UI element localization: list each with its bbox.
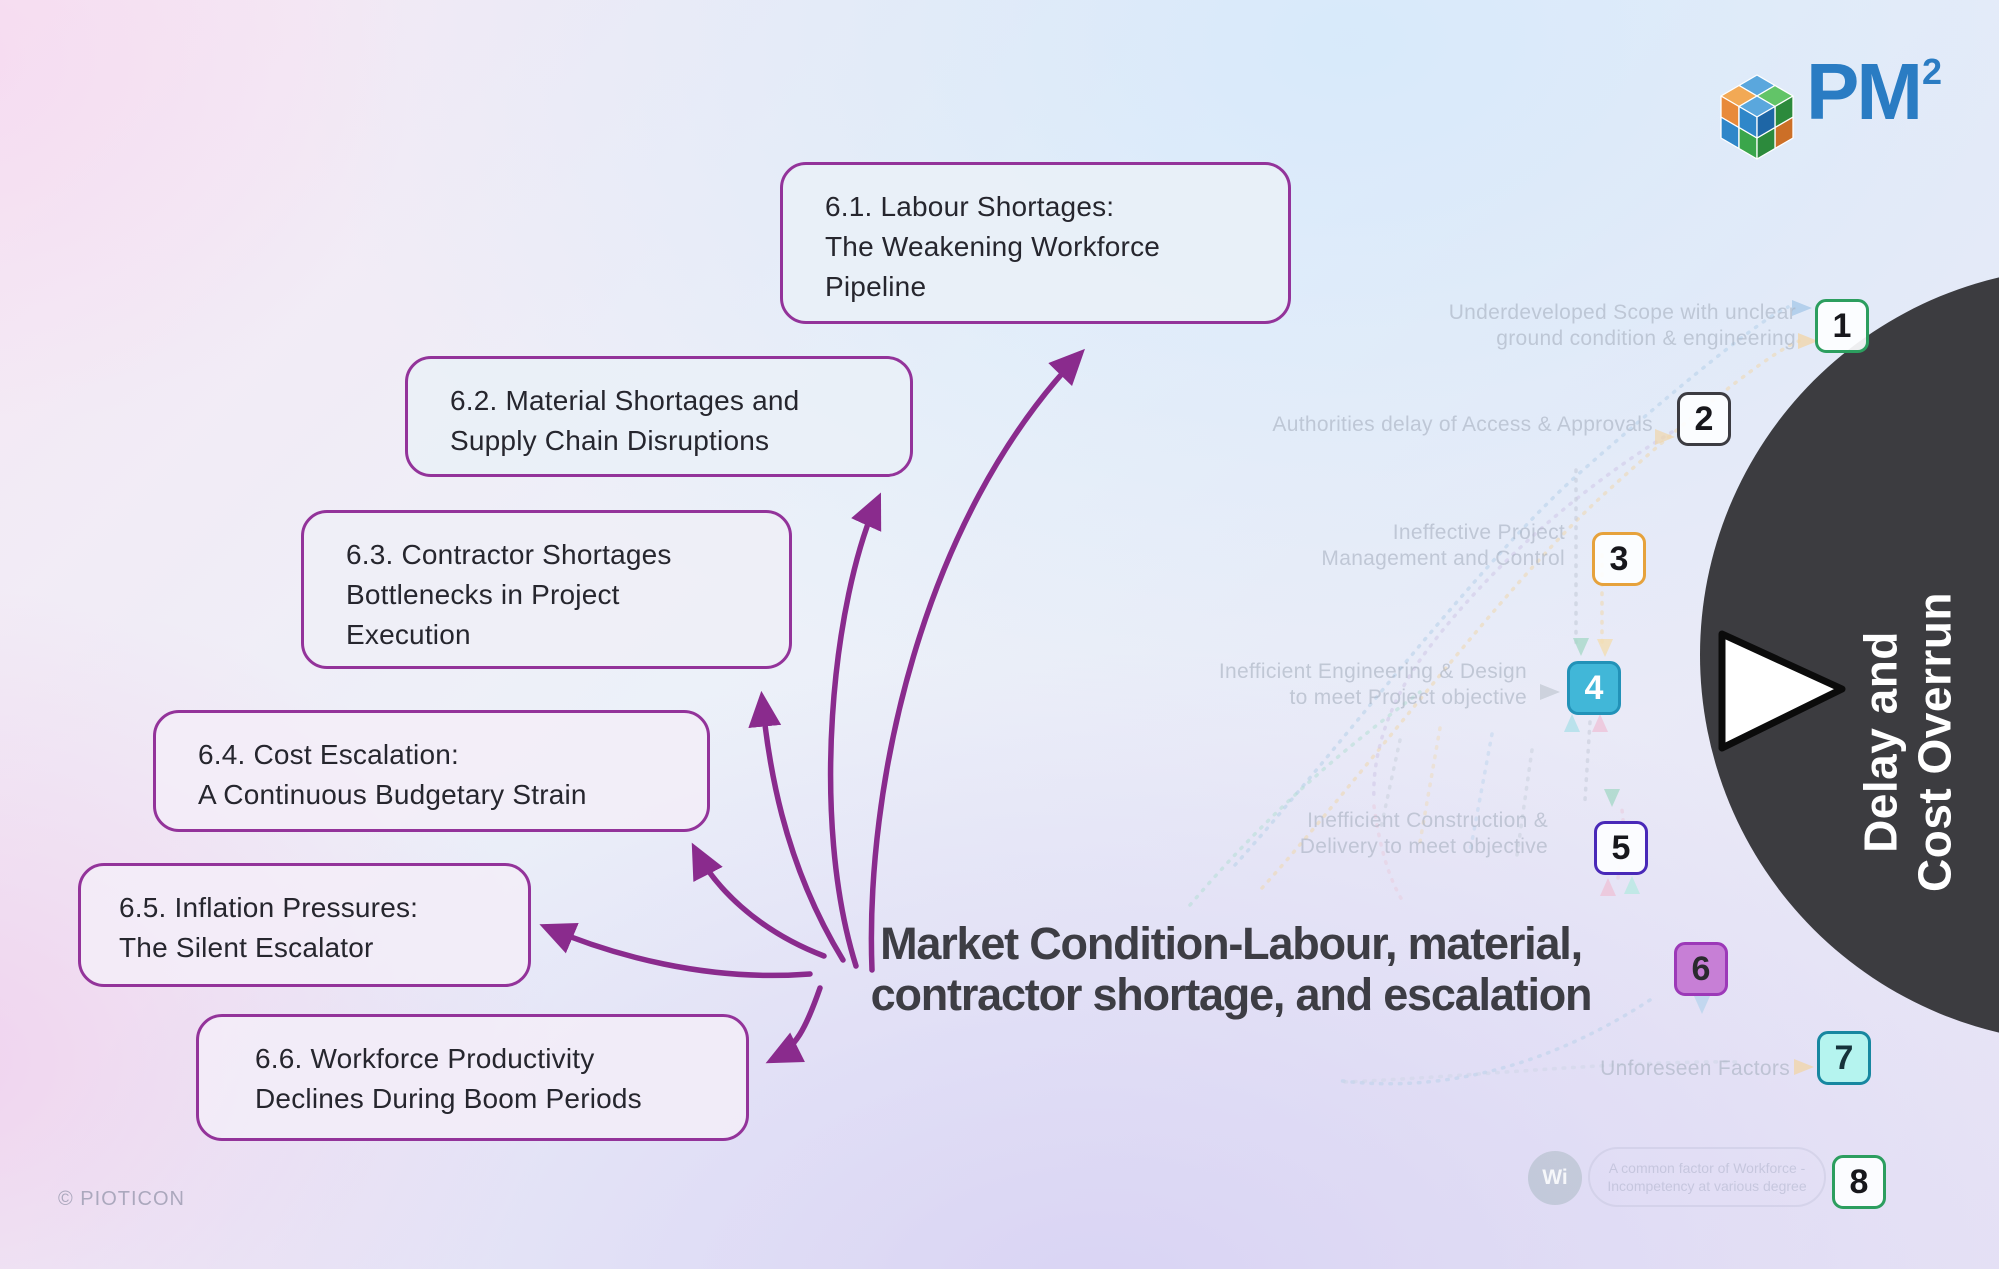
play-triangle-icon [1718,630,1846,752]
factor-number-3: 3 [1592,532,1646,586]
delay-cost-overrun-circle [1700,277,1999,1033]
factor-label-8-pill: A common factor of Workforce -Incompeten… [1588,1147,1826,1207]
cause-box-6-4: 6.4. Cost Escalation:A Continuous Budget… [153,710,710,832]
factor-number-6: 6 [1674,942,1728,996]
factor-number-7: 7 [1817,1031,1871,1085]
factor-number-1: 1 [1815,299,1869,353]
diagram-title: Market Condition-Labour, material, contr… [870,918,1593,1021]
pastel-arrowheads [1540,300,1818,1075]
factor-number-2: 2 [1677,392,1731,446]
wi-badge-text: Wi [1542,1166,1568,1189]
factor-label-2: Authorities delay of Access & Approvals [1272,413,1653,436]
cause-box-6-5: 6.5. Inflation Pressures:The Silent Esca… [78,863,531,987]
factor-number-4: 4 [1567,661,1621,715]
factor-number-8: 8 [1832,1155,1886,1209]
cause-box-6-1: 6.1. Labour Shortages:The Weakening Work… [780,162,1291,324]
factor-number-5: 5 [1594,821,1648,875]
pm2-logo-superscript: 2 [1922,51,1943,92]
factor-label-7: Unforeseen Factors [1600,1057,1790,1080]
wi-badge: Wi [1528,1151,1582,1205]
copyright-watermark: © PIOTICON [58,1188,185,1210]
factor-label-5: Inefficient Construction &Delivery to me… [1299,809,1548,859]
